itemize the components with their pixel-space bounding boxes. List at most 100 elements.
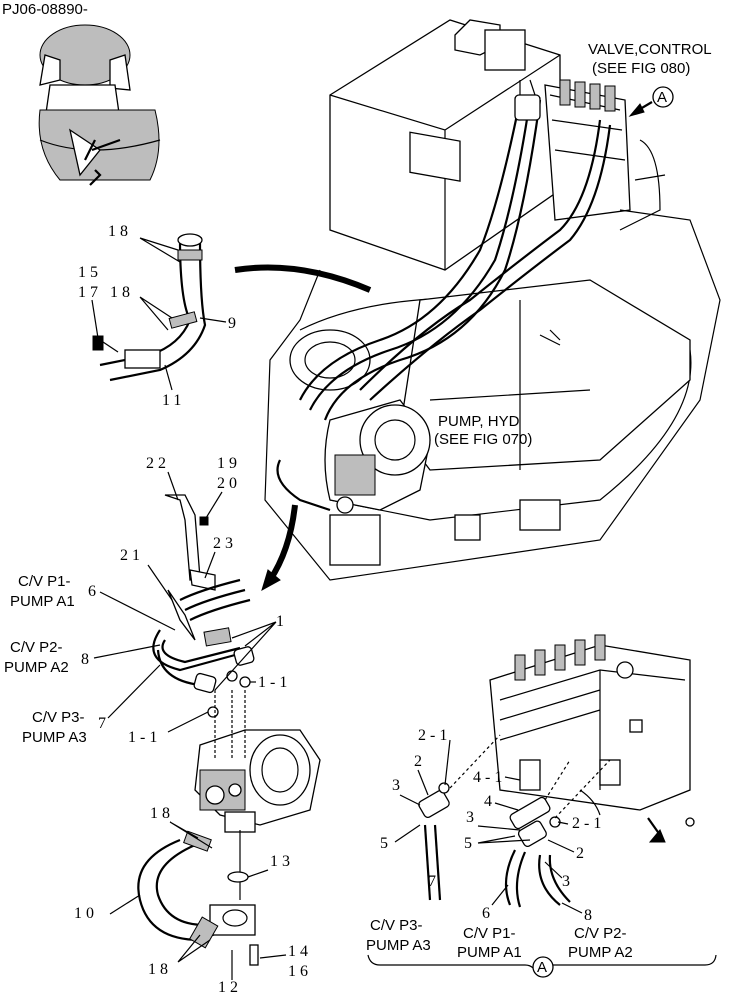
- part-number-11: 11: [162, 392, 185, 409]
- part-number-r7: 7: [428, 873, 440, 890]
- view-a-marker-top: [652, 86, 674, 108]
- control-valve-detail: [489, 634, 695, 827]
- leader-r2b: [547, 839, 575, 853]
- part-number-7: 7: [98, 715, 110, 732]
- part-number-8: 8: [81, 651, 93, 668]
- part-number-r6: 6: [482, 905, 494, 922]
- hose-label-right-p1-line1: C/V P1-: [463, 925, 516, 942]
- part-number-r2a: 2: [414, 753, 426, 770]
- leader-9: [199, 317, 227, 323]
- leader-r2-1a: [444, 739, 451, 786]
- part-number-19: 19: [217, 455, 241, 472]
- part-number-16: 16: [288, 963, 312, 980]
- leader-r2-1b: [557, 821, 569, 825]
- part-number-r2b: 2: [576, 845, 588, 862]
- part-number-r3a: 3: [392, 777, 404, 794]
- document-id: PJ06-08890-: [2, 1, 88, 18]
- leader-7: [107, 664, 161, 719]
- part-number-10: 10: [74, 905, 98, 922]
- part-number-r2-1a: 2-1: [418, 727, 451, 744]
- leader-r3b: [477, 825, 521, 831]
- part-number-r3c: 3: [562, 873, 574, 890]
- control-valve-callout-line1: VALVE,CONTROL: [588, 41, 712, 58]
- leader-r4: [494, 802, 519, 811]
- part-number-r4: 4: [484, 793, 496, 810]
- leader-r3a: [399, 794, 421, 806]
- part-number-1: 1: [276, 613, 288, 630]
- hose-label-right-p3-line1: C/V P3-: [370, 917, 423, 934]
- part-number-12: 12: [218, 979, 242, 996]
- machine-overview-thumbnail: [38, 24, 161, 186]
- part-number-17: 17: [78, 284, 102, 301]
- leader-r8: [561, 902, 583, 914]
- hose-label-left-p3-line2: PUMP A3: [22, 729, 87, 746]
- leader-18b: [139, 296, 173, 331]
- leader-10: [109, 894, 141, 915]
- upper-hydraulic-pump: [276, 399, 431, 566]
- lower-hydraulic-pump: [137, 690, 321, 966]
- leader-19-20: [205, 491, 223, 519]
- part-number-r5a: 5: [380, 835, 392, 852]
- leader-18a: [139, 237, 181, 263]
- part-number-r5b: 5: [464, 835, 476, 852]
- leader-1: [214, 621, 277, 691]
- leader-18d: [177, 934, 211, 963]
- leader-r2a: [417, 769, 429, 796]
- lower-hose-assembly: [152, 578, 255, 718]
- upper-hose-bundle: [299, 79, 612, 421]
- leader-r4-1: [504, 776, 521, 781]
- hose-label-right-p2-line1: C/V P2-: [574, 925, 627, 942]
- part-number-6: 6: [88, 583, 100, 600]
- hose-label-left-p3-line1: C/V P3-: [32, 709, 85, 726]
- part-number-21: 21: [120, 547, 144, 564]
- view-a-direction-arrowhead: [648, 829, 666, 843]
- leader-15-17: [91, 299, 99, 339]
- pointer-arc-pump: [267, 504, 298, 582]
- part-number-r2-1b: 2-1: [572, 815, 605, 832]
- view-a-marker-bottom-label: A: [537, 959, 547, 976]
- view-a-marker-top-label: A: [657, 89, 667, 106]
- pump-callout-line2: (SEE FIG 070): [434, 431, 532, 448]
- leader-22: [167, 471, 179, 501]
- part-number-18d: 18: [148, 961, 172, 978]
- view-a-marker-bottom: [532, 956, 554, 978]
- part-number-14: 14: [288, 943, 312, 960]
- hose-label-right-p1-line2: PUMP A1: [457, 944, 522, 961]
- leader-r5a: [394, 824, 421, 843]
- leader-13: [247, 869, 269, 878]
- part-number-1-1a: 1-1: [258, 674, 291, 691]
- part-number-20: 20: [217, 475, 241, 492]
- hose-label-left-p2-line1: C/V P2-: [10, 639, 63, 656]
- hose-label-left-p1-line2: PUMP A1: [10, 593, 75, 610]
- part-number-r8: 8: [584, 907, 596, 924]
- leader-21: [147, 564, 173, 601]
- part-number-23: 23: [213, 535, 237, 552]
- leader-6: [99, 591, 176, 631]
- leader-14-16: [259, 954, 287, 959]
- leader-11: [164, 364, 173, 391]
- hose-label-right-p2-line2: PUMP A2: [568, 944, 633, 961]
- upper-structure-frame: [264, 19, 721, 581]
- pump-callout-line1: PUMP, HYD: [438, 413, 520, 430]
- part-number-15: 15: [78, 264, 102, 281]
- part-number-22: 22: [146, 455, 170, 472]
- part-number-18b: 18: [110, 284, 134, 301]
- pointer-arc-pipe: [234, 264, 372, 293]
- leader-r3c: [544, 861, 563, 879]
- hose-label-left-p2-line2: PUMP A2: [4, 659, 69, 676]
- part-number-1-1b: 1-1: [128, 729, 161, 746]
- part-number-r3b: 3: [466, 809, 478, 826]
- control-valve-callout-line2: (SEE FIG 080): [592, 60, 690, 77]
- part-number-18c: 18: [150, 805, 174, 822]
- leader-18c: [169, 821, 213, 849]
- pointer-arrowhead: [261, 569, 281, 592]
- hose-label-left-p1-line1: C/V P1-: [18, 573, 71, 590]
- part-number-9: 9: [228, 315, 240, 332]
- leader-r5b: [477, 835, 531, 844]
- leader-r6: [491, 884, 509, 906]
- view-a-arrowhead-top: [628, 103, 645, 117]
- leader-1-1b: [167, 711, 209, 733]
- hose-label-right-p3-line2: PUMP A3: [366, 937, 431, 954]
- part-number-13: 13: [270, 853, 294, 870]
